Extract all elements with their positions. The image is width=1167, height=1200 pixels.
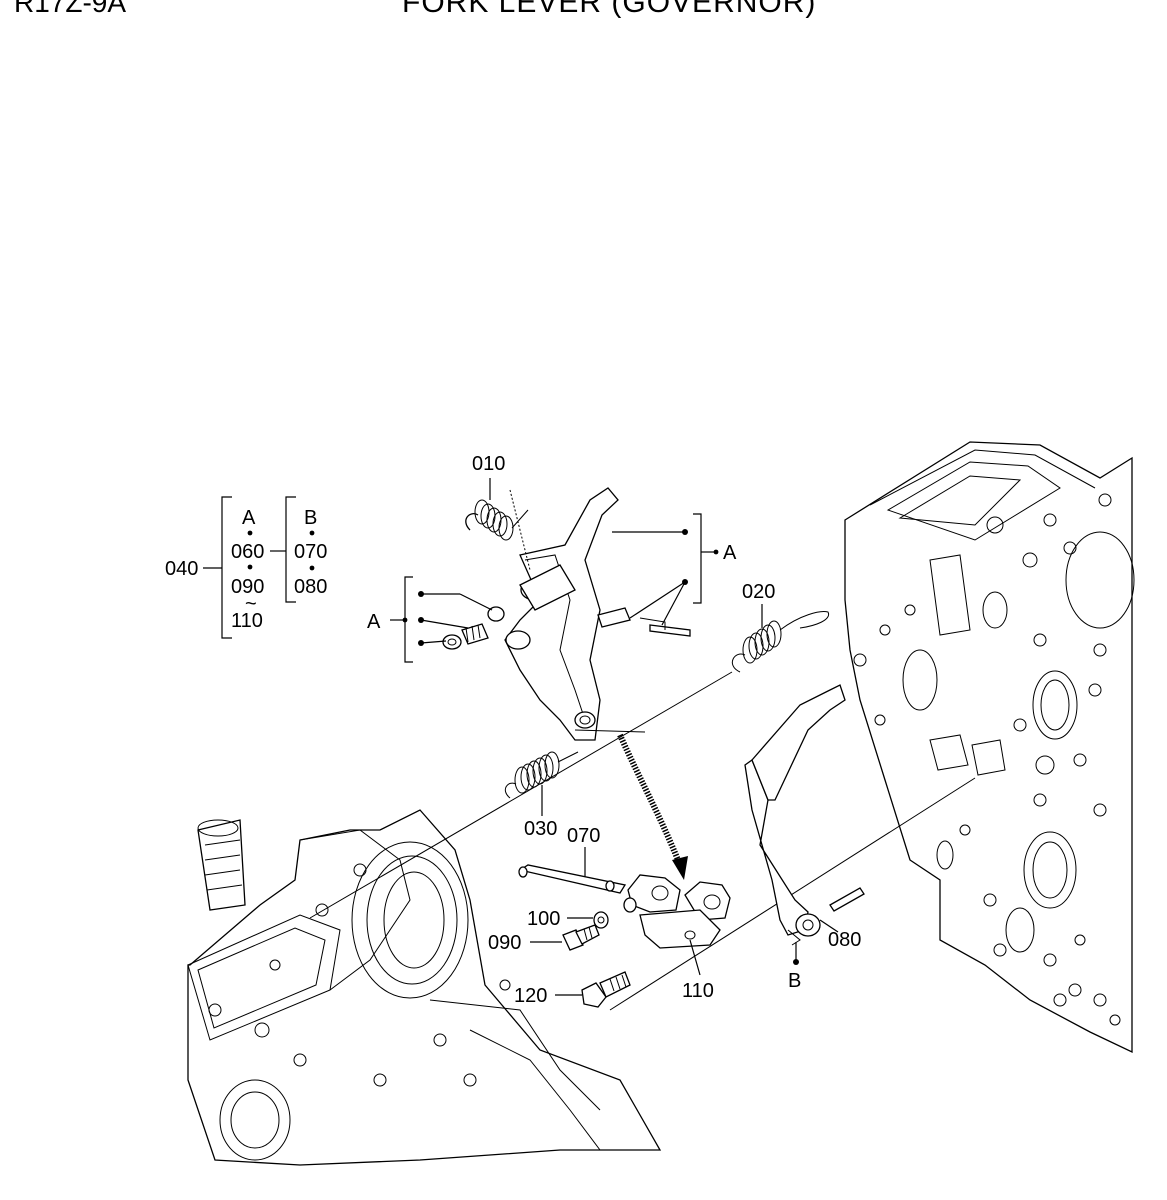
callout-label-030: 030: [524, 818, 557, 840]
legend-group: 040 A 060 090 ~ 110 B 070 080: [165, 496, 327, 639]
spring-010: 010: [465, 453, 529, 541]
callout-label-b: B: [788, 970, 801, 992]
model-number: R17Z-9A: [14, 0, 127, 18]
adjuster-parts: [442, 606, 505, 650]
callout-label-a-left: A: [367, 611, 381, 633]
spring-020: 020: [731, 581, 830, 673]
callout-a-right: A: [612, 513, 737, 626]
callout-label-110: 110: [682, 980, 714, 1002]
legend-label-110: 110: [231, 610, 263, 632]
callout-label-010: 010: [472, 453, 505, 475]
legend-label-060: 060: [231, 541, 264, 563]
gear-case-housing: [187, 809, 662, 1166]
callout-label-a-right: A: [723, 542, 737, 564]
callout-label-070: 070: [567, 825, 600, 847]
legend-label-040: 040: [165, 558, 198, 580]
callout-label-100: 100: [527, 908, 560, 930]
legend-bracket-b: [285, 496, 296, 603]
legend-label-b: B: [304, 507, 317, 529]
legend-label-080: 080: [294, 576, 327, 598]
washer-100: 100: [527, 908, 609, 930]
assembly-arrow: [617, 733, 688, 880]
assembly-axis: [309, 671, 733, 919]
legend-label-090: 090: [231, 576, 264, 598]
callout-a-left: A: [367, 576, 493, 663]
control-lever-b: 080 B: [744, 684, 865, 992]
legend-label-070: 070: [294, 541, 327, 563]
fork-lever-assembly: [504, 487, 691, 741]
assembly-axis-lower: [609, 777, 976, 1011]
bolt-120: 120: [514, 971, 631, 1008]
governor-lever-lower: 070: [518, 825, 731, 949]
page-title: FORK LEVER (GOVERNOR): [402, 0, 817, 19]
callout-label-090: 090: [488, 932, 521, 954]
cylinder-block: [844, 441, 1135, 1054]
callout-label-080: 080: [828, 929, 861, 951]
spring-030: 030: [504, 751, 579, 840]
callout-label-120: 120: [514, 985, 547, 1007]
legend-label-tilde: ~: [245, 593, 257, 615]
bolt-090: 090: [488, 924, 600, 954]
legend-label-a: A: [242, 507, 256, 529]
bracket-110: 110: [682, 939, 714, 1002]
callout-label-020: 020: [742, 581, 775, 603]
